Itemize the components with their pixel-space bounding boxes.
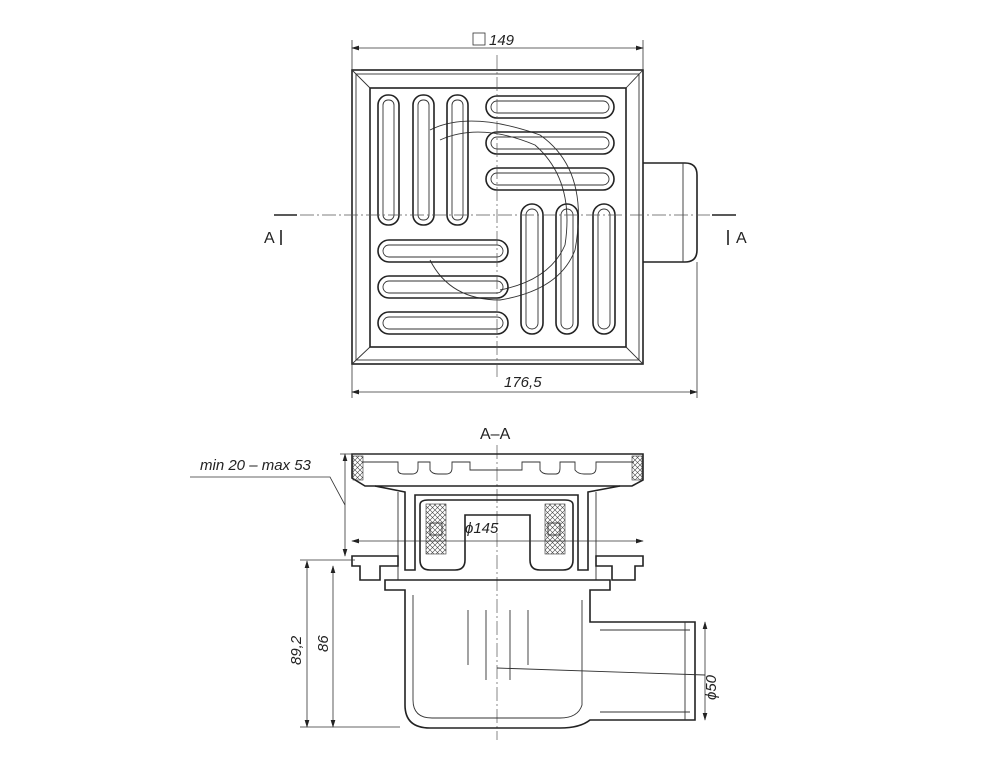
total-height-dimension: 89,2	[288, 635, 305, 665]
section-mark-left-label: A	[264, 230, 275, 247]
grate-seal-left	[352, 455, 364, 481]
section-title: A–A	[480, 426, 511, 443]
section-mark-right	[712, 214, 736, 245]
flange-right	[595, 555, 644, 581]
trap-bell	[419, 499, 574, 571]
outlet-diameter-dimension: ϕ50	[703, 674, 720, 700]
inner-diameter-dimension: ϕ145	[465, 520, 499, 537]
square-symbol	[472, 32, 486, 46]
width-dimension: 149	[489, 32, 515, 49]
grate-slots	[377, 94, 616, 335]
adjust-range-label: min 20 – max 53	[200, 457, 312, 474]
grate-inner-frame	[369, 87, 627, 348]
width-dimension-lines	[351, 40, 644, 70]
drain-body	[384, 579, 696, 729]
overall-dimension-lines	[351, 262, 698, 398]
adjust-range-leader	[190, 476, 346, 506]
grate-seal-right	[631, 455, 643, 481]
section-mark-right-label: A	[736, 230, 747, 247]
body-height-dimension: 86	[315, 635, 332, 652]
flange-left	[351, 555, 399, 581]
grate-outer-frame	[351, 69, 644, 365]
overall-dimension: 176,5	[504, 374, 542, 391]
trap-seal-left	[425, 503, 447, 555]
grate-frame-edge	[355, 73, 640, 361]
drain-body-inner-wall	[412, 595, 583, 719]
plan-view: 149 176,5 A A	[264, 32, 747, 398]
grate-section	[351, 453, 644, 487]
section-mark-left	[274, 214, 297, 245]
frame-corner-lines	[351, 69, 644, 365]
trap-clip-right	[547, 522, 561, 536]
outlet-pipe	[643, 162, 698, 263]
trap-clip-left	[429, 522, 443, 536]
grate-slot-profile	[362, 461, 634, 475]
outlet-axis-line	[496, 667, 706, 676]
section-view: A–A ϕ145 min 20 – max 53 89,2 86 ϕ50	[190, 426, 720, 740]
outlet-pipe-section	[600, 622, 690, 720]
height-extension-lines	[300, 453, 430, 728]
drain-body-ribs	[467, 610, 529, 680]
upper-insert	[374, 485, 621, 571]
